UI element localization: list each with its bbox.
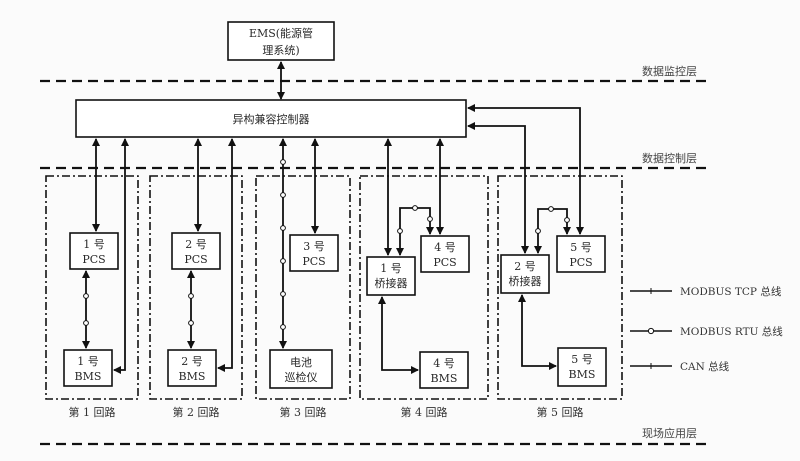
pcs-2-line2: PCS [184,253,207,266]
link-controller-bms2 [217,138,236,372]
rtu-marker [280,291,286,297]
bms-5-box [557,347,607,387]
loop-3-boundary [255,175,351,400]
link-controller-bridge2 [467,122,529,254]
legend: MODBUS TCP 总线 MODBUS RTU 总线 CAN 总线 [630,285,783,373]
layer-label-field: 现场应用层 [642,426,697,440]
rtu-marker [188,320,194,326]
pcs-4-line1: 4 号 [434,241,456,254]
loop-4-boundary [359,175,489,400]
bms-5-line2: BMS [569,368,596,381]
bms-2-line1: 2 号 [181,355,203,368]
rtu-marker [280,192,286,198]
pcs-1-box [69,232,119,270]
bridge-1-line2: 桥接器 [375,277,408,290]
pcs-3-line2: PCS [302,255,325,268]
loop-2-label: 第 2 回路 [173,405,220,419]
pcs-3-box [289,234,339,272]
loop-4-label: 第 4 回路 [401,405,448,419]
legend-tcp-label: MODBUS TCP 总线 [680,285,782,298]
bms-1-box [63,349,113,387]
controller-label: 异构兼容控制器 [233,112,310,126]
rtu-marker [564,217,570,223]
pcs-5-box [556,235,606,273]
bridge-1-line1: 1 号 [380,262,402,275]
ems-label-line2: 理系统) [262,44,299,57]
rtu-marker [397,228,403,234]
pcs-1-line1: 1 号 [83,238,105,251]
bms-4-box [419,351,469,389]
pcs-5-line2: PCS [569,256,592,269]
pcs-2-line1: 2 号 [185,238,207,251]
layer-label-monitor: 数据监控层 [642,64,697,78]
layer-label-control: 数据控制层 [642,151,697,165]
pcs-3-line1: 3 号 [303,240,325,253]
inspector-line2: 巡检仪 [285,370,318,384]
loop-1-boundary [45,175,139,400]
bms-5-line1: 5 号 [571,353,593,366]
bms-2-line2: BMS [179,370,206,383]
pcs-4-line2: PCS [433,256,456,269]
rtu-marker [83,293,89,299]
bms-1-line1: 1 号 [77,355,99,368]
loop-5-label: 第 5 回路 [537,405,584,419]
controller-box: 异构兼容控制器 [75,99,467,138]
bms-2-box [167,349,217,387]
rtu-marker [280,258,286,264]
rtu-marker [280,324,286,330]
rtu-marker [188,293,194,299]
legend-rtu-label: MODBUS RTU 总线 [680,325,783,338]
legend-can-label: CAN 总线 [680,360,730,373]
loop-1-label: 第 1 回路 [69,405,116,419]
rtu-marker [548,206,554,212]
bridge-2-line1: 2 号 [514,260,536,273]
bridge-2-box [500,254,550,294]
link-bridge1-bms4 [378,296,419,374]
bms-1-line2: BMS [75,370,102,383]
link-controller-pcs5 [467,104,584,235]
rtu-marker [535,228,541,234]
pcs-1-line2: PCS [82,253,105,266]
rtu-marker [83,320,89,326]
bridge-1-box [366,256,416,296]
bridge-2-line2: 桥接器 [509,275,542,288]
pcs-5-line1: 5 号 [570,241,592,254]
battery-inspector-box [269,349,333,389]
bms-4-line2: BMS [431,372,458,385]
inspector-line1: 电池 [290,356,312,369]
loop-5-boundary [497,175,623,400]
loop-3-label: 第 3 回路 [280,405,327,419]
rtu-marker [412,205,418,211]
link-controller-bms1 [113,138,129,374]
bms-4-line1: 4 号 [433,357,455,370]
loop-2-boundary [149,175,243,400]
ems-box: EMS(能源管 理系统) [227,21,335,61]
ems-label-line1: EMS(能源管 [249,26,313,40]
rtu-marker [280,159,286,165]
legend-rtu-circle [647,327,655,335]
rtu-marker [427,216,433,222]
link-bridge2-bms5 [518,294,557,370]
rtu-marker [280,225,286,231]
